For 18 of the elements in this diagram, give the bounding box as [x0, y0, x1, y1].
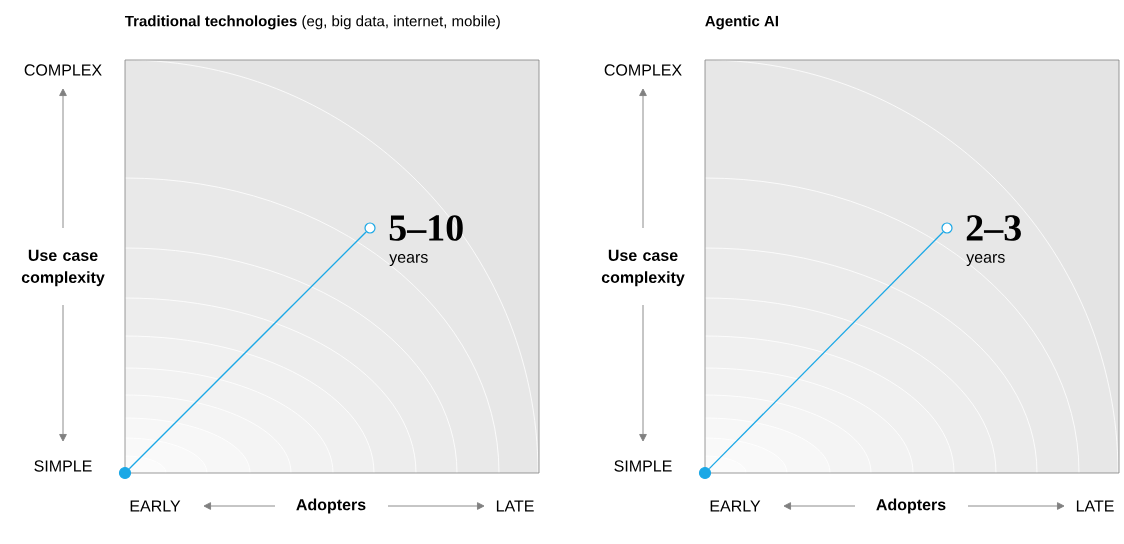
axis-title: Use case complexity	[601, 249, 685, 287]
node-label: Traditional technologies (eg, big data, internet, mobile)	[124, 15, 500, 30]
axis-end-label: COMPLEX	[604, 64, 682, 76]
duration-unit: years	[966, 254, 1005, 266]
axis-end-label: EARLY	[710, 500, 761, 512]
axis-end-label: SIMPLE	[34, 460, 92, 472]
duration-value: 5–10	[389, 215, 463, 241]
axis-end-label: EARLY	[130, 500, 181, 512]
axis-end-label: SIMPLE	[614, 460, 672, 472]
node-label: Agentic AI	[705, 15, 778, 30]
axis-title: Adopters	[876, 498, 946, 514]
duration-unit: years	[389, 254, 428, 266]
axis-title: Adopters	[296, 498, 366, 514]
axis-end-label: COMPLEX	[24, 64, 102, 76]
axis-title: Use case complexity	[21, 249, 105, 287]
axis-end-label: LATE	[496, 500, 534, 512]
duration-value: 2–3	[966, 215, 1021, 241]
axis-end-label: LATE	[1076, 500, 1114, 512]
